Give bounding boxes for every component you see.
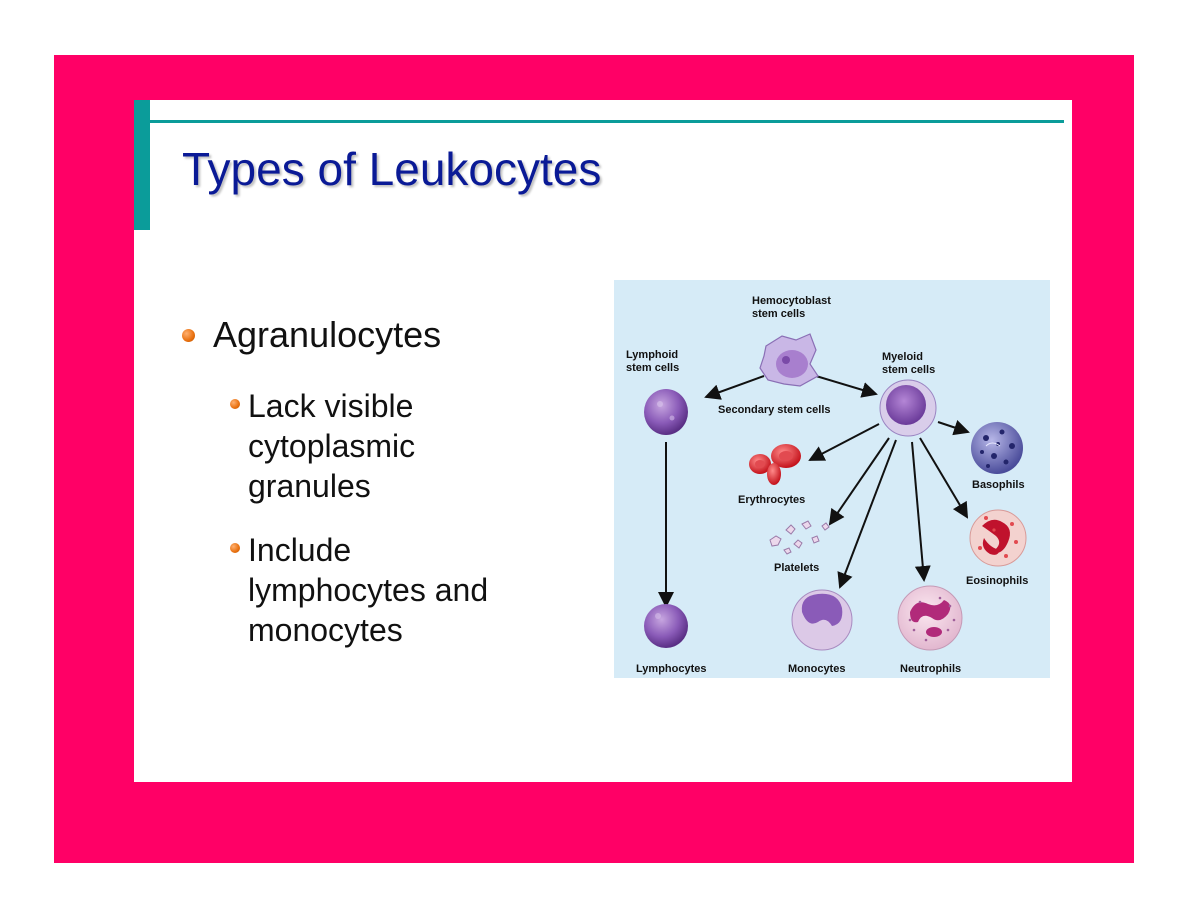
sub-bullet-lack-granules: Lack visible cytoplasmic granules xyxy=(230,386,415,506)
platelets-icon xyxy=(769,520,830,555)
eosinophil-cell-icon xyxy=(969,509,1027,567)
label-monocytes: Monocytes xyxy=(788,663,845,675)
lineage-arrows xyxy=(658,375,970,608)
lymphocyte-cell-icon xyxy=(644,604,688,648)
label-secondary-stem-cells: Secondary stem cells xyxy=(718,404,831,416)
sub-bullet-include-types: Include lymphocytes and monocytes xyxy=(230,530,488,650)
slide: Types of Leukocytes Agranulocytes Lack v… xyxy=(134,100,1072,782)
bullet-agranulocytes: Agranulocytes xyxy=(182,314,441,356)
label-platelets: Platelets xyxy=(774,562,819,574)
label-basophils: Basophils xyxy=(972,479,1025,491)
label-hemocytoblast-line2: stem cells xyxy=(752,308,805,320)
bullet-dot-icon xyxy=(182,329,195,342)
label-lymphoid-line2: stem cells xyxy=(626,362,679,374)
label-lymphocytes: Lymphocytes xyxy=(636,663,707,675)
label-lymphoid-line1: Lymphoid xyxy=(626,349,678,361)
lymphoid-stem-cell-icon xyxy=(644,389,688,435)
sub-bullet-text: Lack visible cytoplasmic granules xyxy=(248,388,416,504)
label-myeloid-line2: stem cells xyxy=(882,364,935,376)
erythrocytes-cell-icon xyxy=(749,444,801,485)
bullet-dot-icon xyxy=(230,543,240,553)
accent-bar xyxy=(134,100,150,230)
label-neutrophils: Neutrophils xyxy=(900,663,961,675)
monocyte-cell-icon xyxy=(791,589,853,651)
myeloid-stem-cell-icon xyxy=(879,379,937,437)
basophil-cell-icon xyxy=(971,422,1023,474)
label-erythrocytes: Erythrocytes xyxy=(738,494,805,506)
bullet-dot-icon xyxy=(230,399,240,409)
hemocytoblast-cell-icon xyxy=(759,333,819,387)
sub-bullet-text: Include lymphocytes and monocytes xyxy=(248,532,489,648)
neutrophil-cell-icon xyxy=(897,585,963,651)
leukocyte-lineage-diagram: Hemocytoblast stem cells Lymphoid stem c… xyxy=(614,280,1050,678)
label-hemocytoblast-line1: Hemocytoblast xyxy=(752,295,831,307)
slide-title: Types of Leukocytes xyxy=(182,143,602,195)
bullet-text: Agranulocytes xyxy=(213,314,442,355)
label-myeloid-line1: Myeloid xyxy=(882,351,923,363)
accent-line xyxy=(134,120,1064,123)
label-eosinophils: Eosinophils xyxy=(966,575,1028,587)
